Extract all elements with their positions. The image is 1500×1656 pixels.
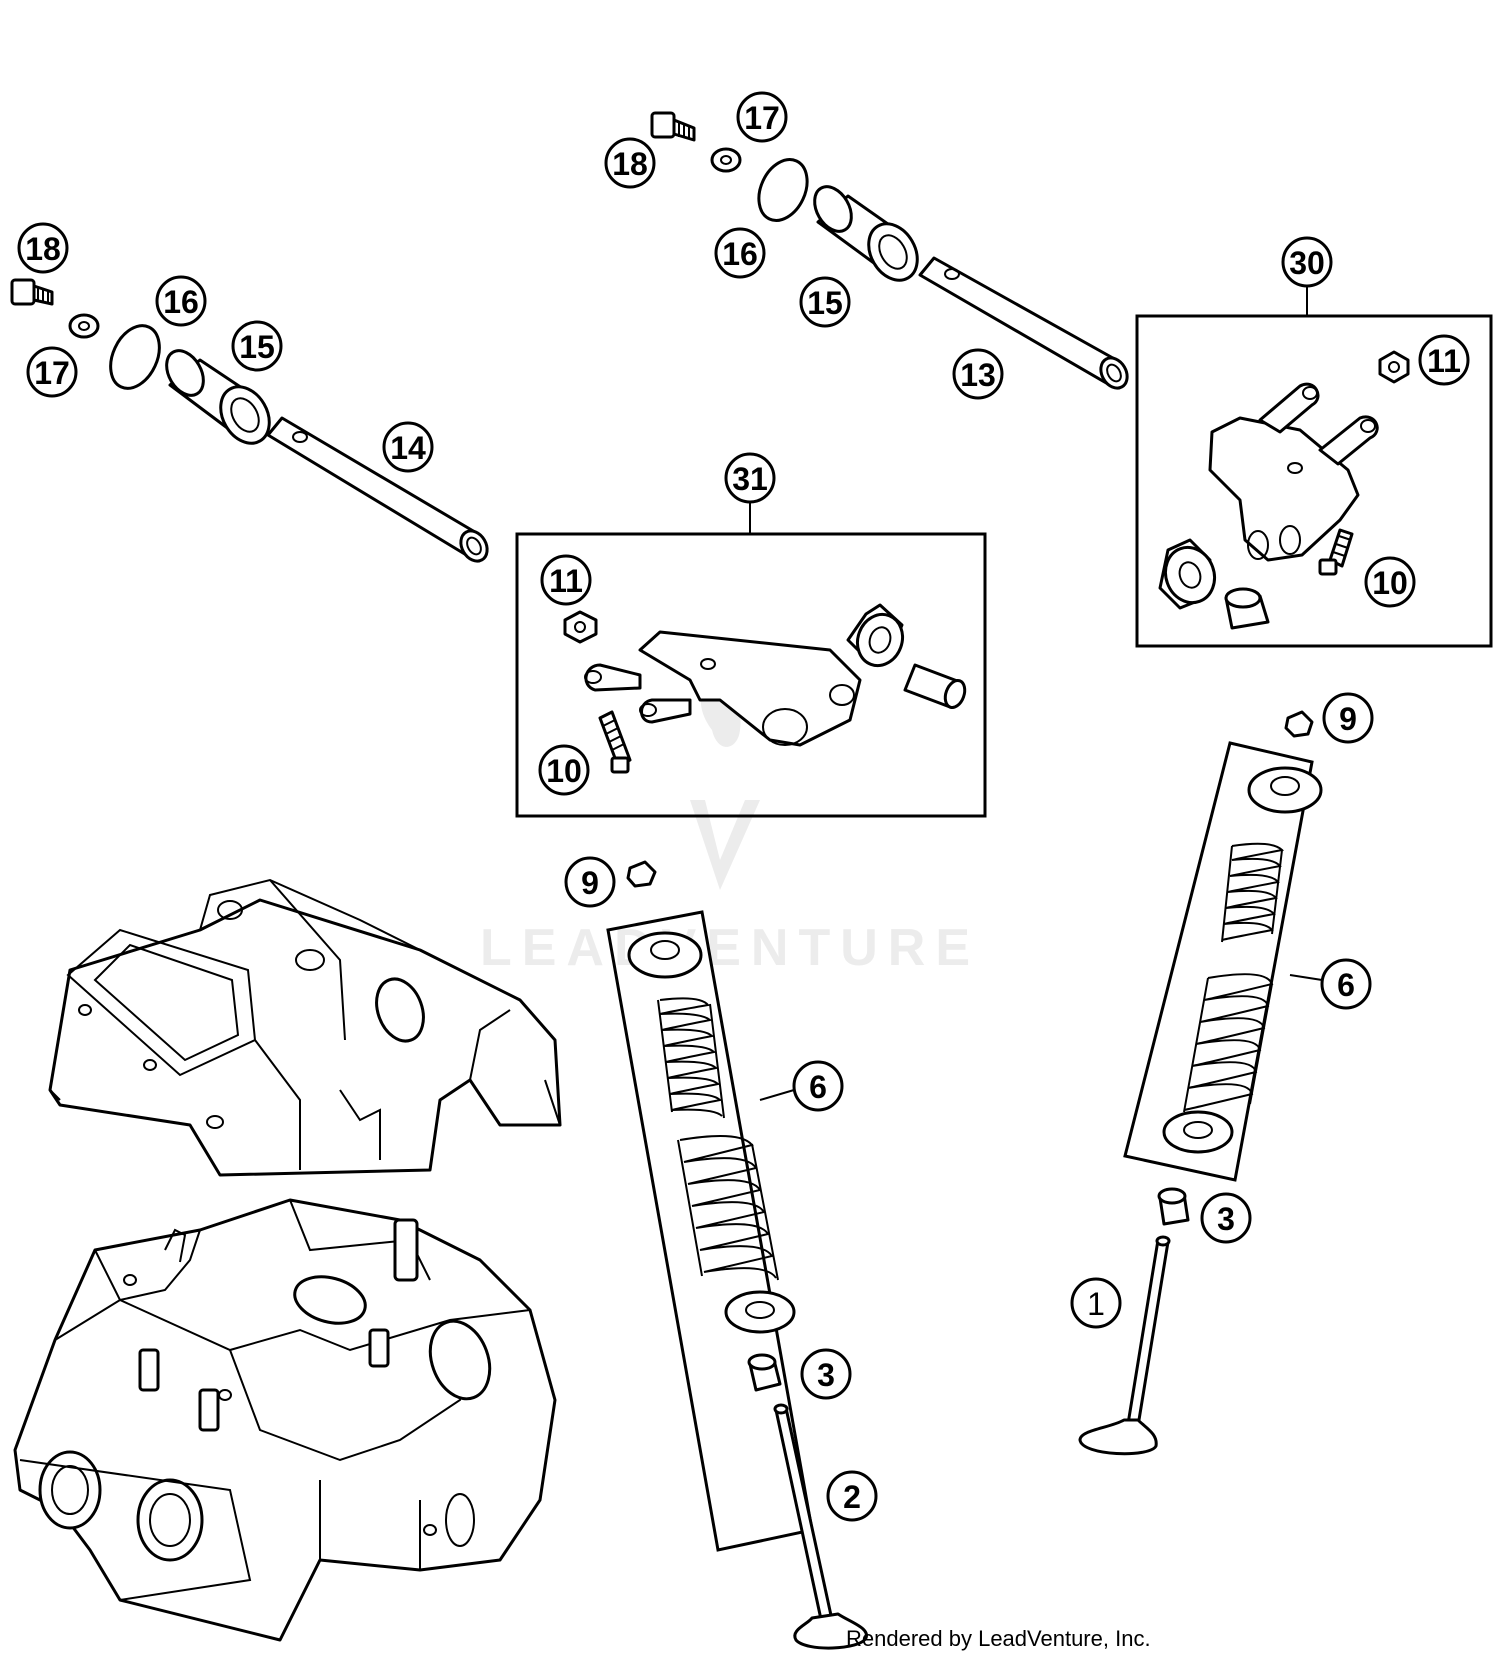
shaft-14 <box>266 416 489 563</box>
callout-label: 9 <box>581 865 599 901</box>
o-ring-16-right <box>757 158 809 222</box>
callout-6-left: 6 <box>792 1060 844 1112</box>
callout-11-box30: 11 <box>1418 334 1470 386</box>
shaft-13 <box>918 256 1129 390</box>
callout-15-left: 15 <box>231 320 283 372</box>
callout-label: 31 <box>732 461 768 497</box>
callout-label: 2 <box>843 1479 861 1515</box>
callout-9-left: 9 <box>564 856 616 908</box>
roller-30 <box>1158 538 1217 610</box>
inner-spring-left <box>657 997 725 1119</box>
callout-label: 11 <box>549 563 583 599</box>
callout-10-box30: 10 <box>1364 556 1416 608</box>
inner-spring-right <box>1221 842 1285 943</box>
callout-2: 2 <box>826 1470 878 1522</box>
valve-stem-seal-3-right <box>1157 1187 1190 1226</box>
pin-31 <box>903 663 967 710</box>
spring-seat-left <box>724 1290 796 1334</box>
callout-label: 3 <box>817 1357 835 1393</box>
pin-30 <box>1224 587 1270 630</box>
callout-17-left: 17 <box>26 346 78 398</box>
callout-13: 13 <box>952 348 1004 400</box>
rocker-arm-assembly-30-box <box>1135 314 1493 648</box>
callout-label: 15 <box>239 329 275 365</box>
rocker-arm-30 <box>1208 382 1379 562</box>
spring-retainer-right <box>1247 766 1323 814</box>
callout-15-right: 15 <box>799 276 851 328</box>
callout-label: 13 <box>960 357 996 393</box>
bolt-18-right <box>650 111 696 142</box>
outer-spring-right <box>1183 973 1274 1113</box>
callout-6-right: 6 <box>1320 958 1372 1010</box>
callout-label: 14 <box>390 430 426 466</box>
callout-label: 16 <box>722 236 758 272</box>
callout-10-box31: 10 <box>538 744 590 796</box>
outer-spring-left <box>677 1135 779 1281</box>
callout-label: 10 <box>546 753 582 789</box>
watermark-logo: LEADVENTURE <box>480 660 980 977</box>
valve-1 <box>1078 1235 1171 1456</box>
nut-11-box31 <box>563 610 598 644</box>
washer-17-right <box>710 147 742 173</box>
bushing-15-right <box>813 185 919 282</box>
callout-label: 10 <box>1372 565 1408 601</box>
bushing-15-left <box>165 349 271 445</box>
callout-16-left: 16 <box>155 275 207 327</box>
spring-seat-right <box>1162 1110 1234 1154</box>
callout-31: 31 <box>724 452 776 504</box>
callout-label: 9 <box>1339 701 1357 737</box>
watermark-text: LEADVENTURE <box>480 919 980 977</box>
callout-label: 11 <box>1427 343 1461 379</box>
callout-3-left: 3 <box>800 1348 852 1400</box>
bolt-18-left <box>10 278 54 306</box>
callout-label: 30 <box>1289 245 1325 281</box>
cylinder-head-cover <box>48 878 562 1177</box>
spring-retainer-left <box>627 931 703 979</box>
callout-label: 17 <box>34 355 70 391</box>
valve-stem-seal-3-left <box>747 1353 782 1392</box>
o-ring-16-left <box>109 324 161 390</box>
callout-label: 3 <box>1217 1201 1235 1237</box>
callout-label: 6 <box>809 1069 827 1105</box>
callout-label: 18 <box>25 231 61 267</box>
callout-9-right: 9 <box>1322 692 1374 744</box>
footer-credit: Rendered by LeadVenture, Inc. <box>846 1626 1151 1651</box>
washer-17-left <box>68 313 100 339</box>
callout-18-left: 18 <box>17 222 69 274</box>
callout-label: 6 <box>1337 967 1355 1003</box>
spring-kit-6-right-box <box>1123 741 1314 1182</box>
callout-11-box31: 11 <box>540 554 592 606</box>
callout-17-right: 17 <box>736 91 788 143</box>
cylinder-head <box>13 1198 557 1642</box>
nut-11-box30 <box>1378 350 1410 384</box>
rocker-arm-assembly-31-box <box>515 532 987 818</box>
callout-16-right: 16 <box>714 227 766 279</box>
valve-2 <box>773 1403 868 1650</box>
callout-label: 18 <box>612 146 648 182</box>
callout-label: 15 <box>807 285 843 321</box>
callout-label: 16 <box>163 284 199 320</box>
callout-30: 30 <box>1281 236 1333 288</box>
adjust-screw-10-box31 <box>598 710 632 774</box>
callout-1: 1 <box>1070 1277 1122 1329</box>
rocker-arm-31 <box>584 630 862 747</box>
cotter-9-left <box>626 860 657 888</box>
callout-label: 1 <box>1087 1286 1105 1322</box>
cotter-9-right <box>1284 710 1314 738</box>
callout-18-right: 18 <box>604 137 656 189</box>
callout-3-right: 3 <box>1200 1192 1252 1244</box>
callout-14: 14 <box>382 421 434 473</box>
roller-31 <box>846 603 905 668</box>
adjust-screw-10-box30 <box>1318 528 1354 576</box>
callout-label: 17 <box>744 100 780 136</box>
